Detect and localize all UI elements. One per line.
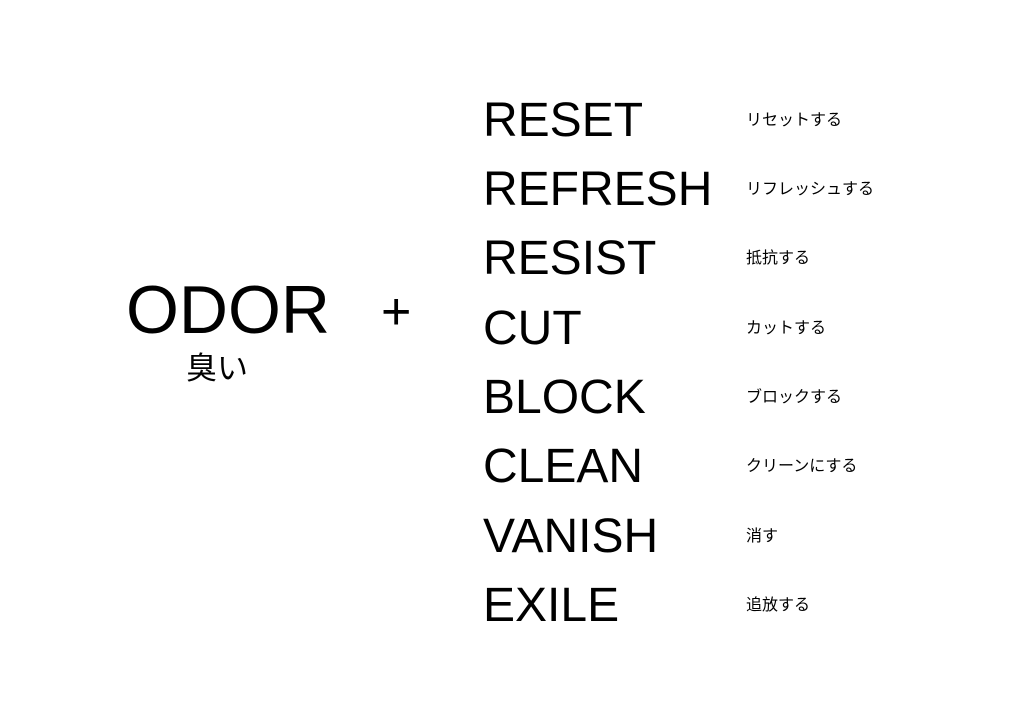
verb-jp: ブロックする [746, 389, 843, 406]
subject-word: ODOR [126, 272, 330, 348]
verb-row-block: BLOCK ブロックする [0, 363, 1024, 432]
verb-jp: カットする [746, 320, 827, 337]
verb-row-vanish: VANISH 消す [0, 502, 1024, 571]
verb-jp: リセットする [746, 112, 843, 129]
verb-en: RESET [483, 94, 644, 147]
verb-jp: 追放する [746, 597, 811, 614]
verb-jp: 消す [746, 528, 779, 545]
verb-en: REFRESH [483, 163, 713, 216]
verb-en: EXILE [483, 579, 620, 632]
plus-operator: + [381, 283, 412, 341]
verb-row-exile: EXILE 追放する [0, 571, 1024, 640]
verb-row-clean: CLEAN クリーンにする [0, 432, 1024, 501]
verb-row-resist: RESIST 抵抗する [0, 224, 1024, 293]
verb-row-refresh: REFRESH リフレッシュする [0, 155, 1024, 224]
verb-row-cut: CUT カットする [0, 294, 1024, 363]
verb-en: CLEAN [483, 440, 644, 493]
verb-jp: リフレッシュする [746, 181, 875, 198]
verb-en: RESIST [483, 232, 657, 285]
verb-jp: クリーンにする [746, 458, 858, 475]
subject-translation: 臭い [186, 351, 248, 386]
verb-en: VANISH [483, 510, 659, 563]
verb-row-reset: RESET リセットする [0, 86, 1024, 155]
verb-en: CUT [483, 302, 582, 355]
verb-en: BLOCK [483, 371, 646, 424]
verb-jp: 抵抗する [746, 250, 811, 267]
